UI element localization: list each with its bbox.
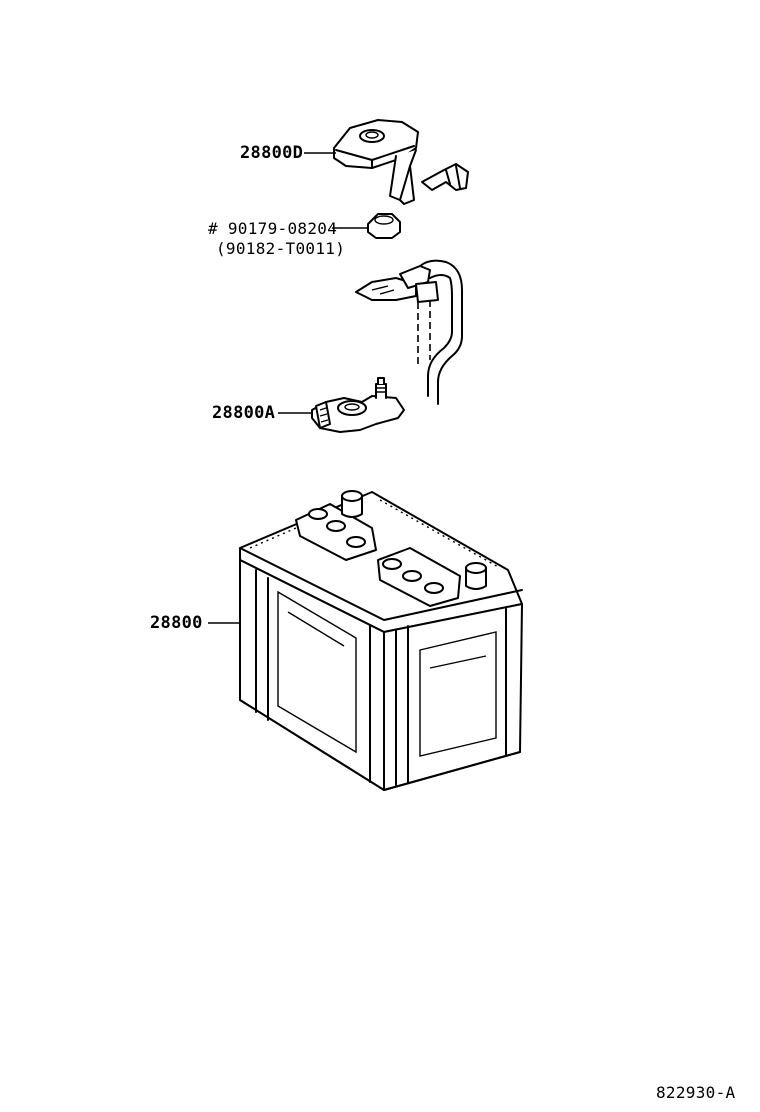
label-nut: # 90179-08204 bbox=[208, 219, 337, 238]
battery-part[interactable] bbox=[239, 490, 523, 791]
terminal-cover-part[interactable] bbox=[333, 119, 469, 205]
battery-cable-part[interactable] bbox=[355, 259, 463, 405]
label-28800a: 28800A bbox=[212, 403, 275, 423]
diagram-id: 822930-A bbox=[656, 1083, 736, 1102]
label-28800: 28800 bbox=[150, 613, 203, 633]
clamp-terminal-part[interactable] bbox=[311, 377, 405, 433]
label-nut-alt: (90182-T0011) bbox=[216, 239, 345, 258]
label-28800d: 28800D bbox=[240, 143, 303, 163]
nut-part[interactable] bbox=[367, 213, 401, 239]
